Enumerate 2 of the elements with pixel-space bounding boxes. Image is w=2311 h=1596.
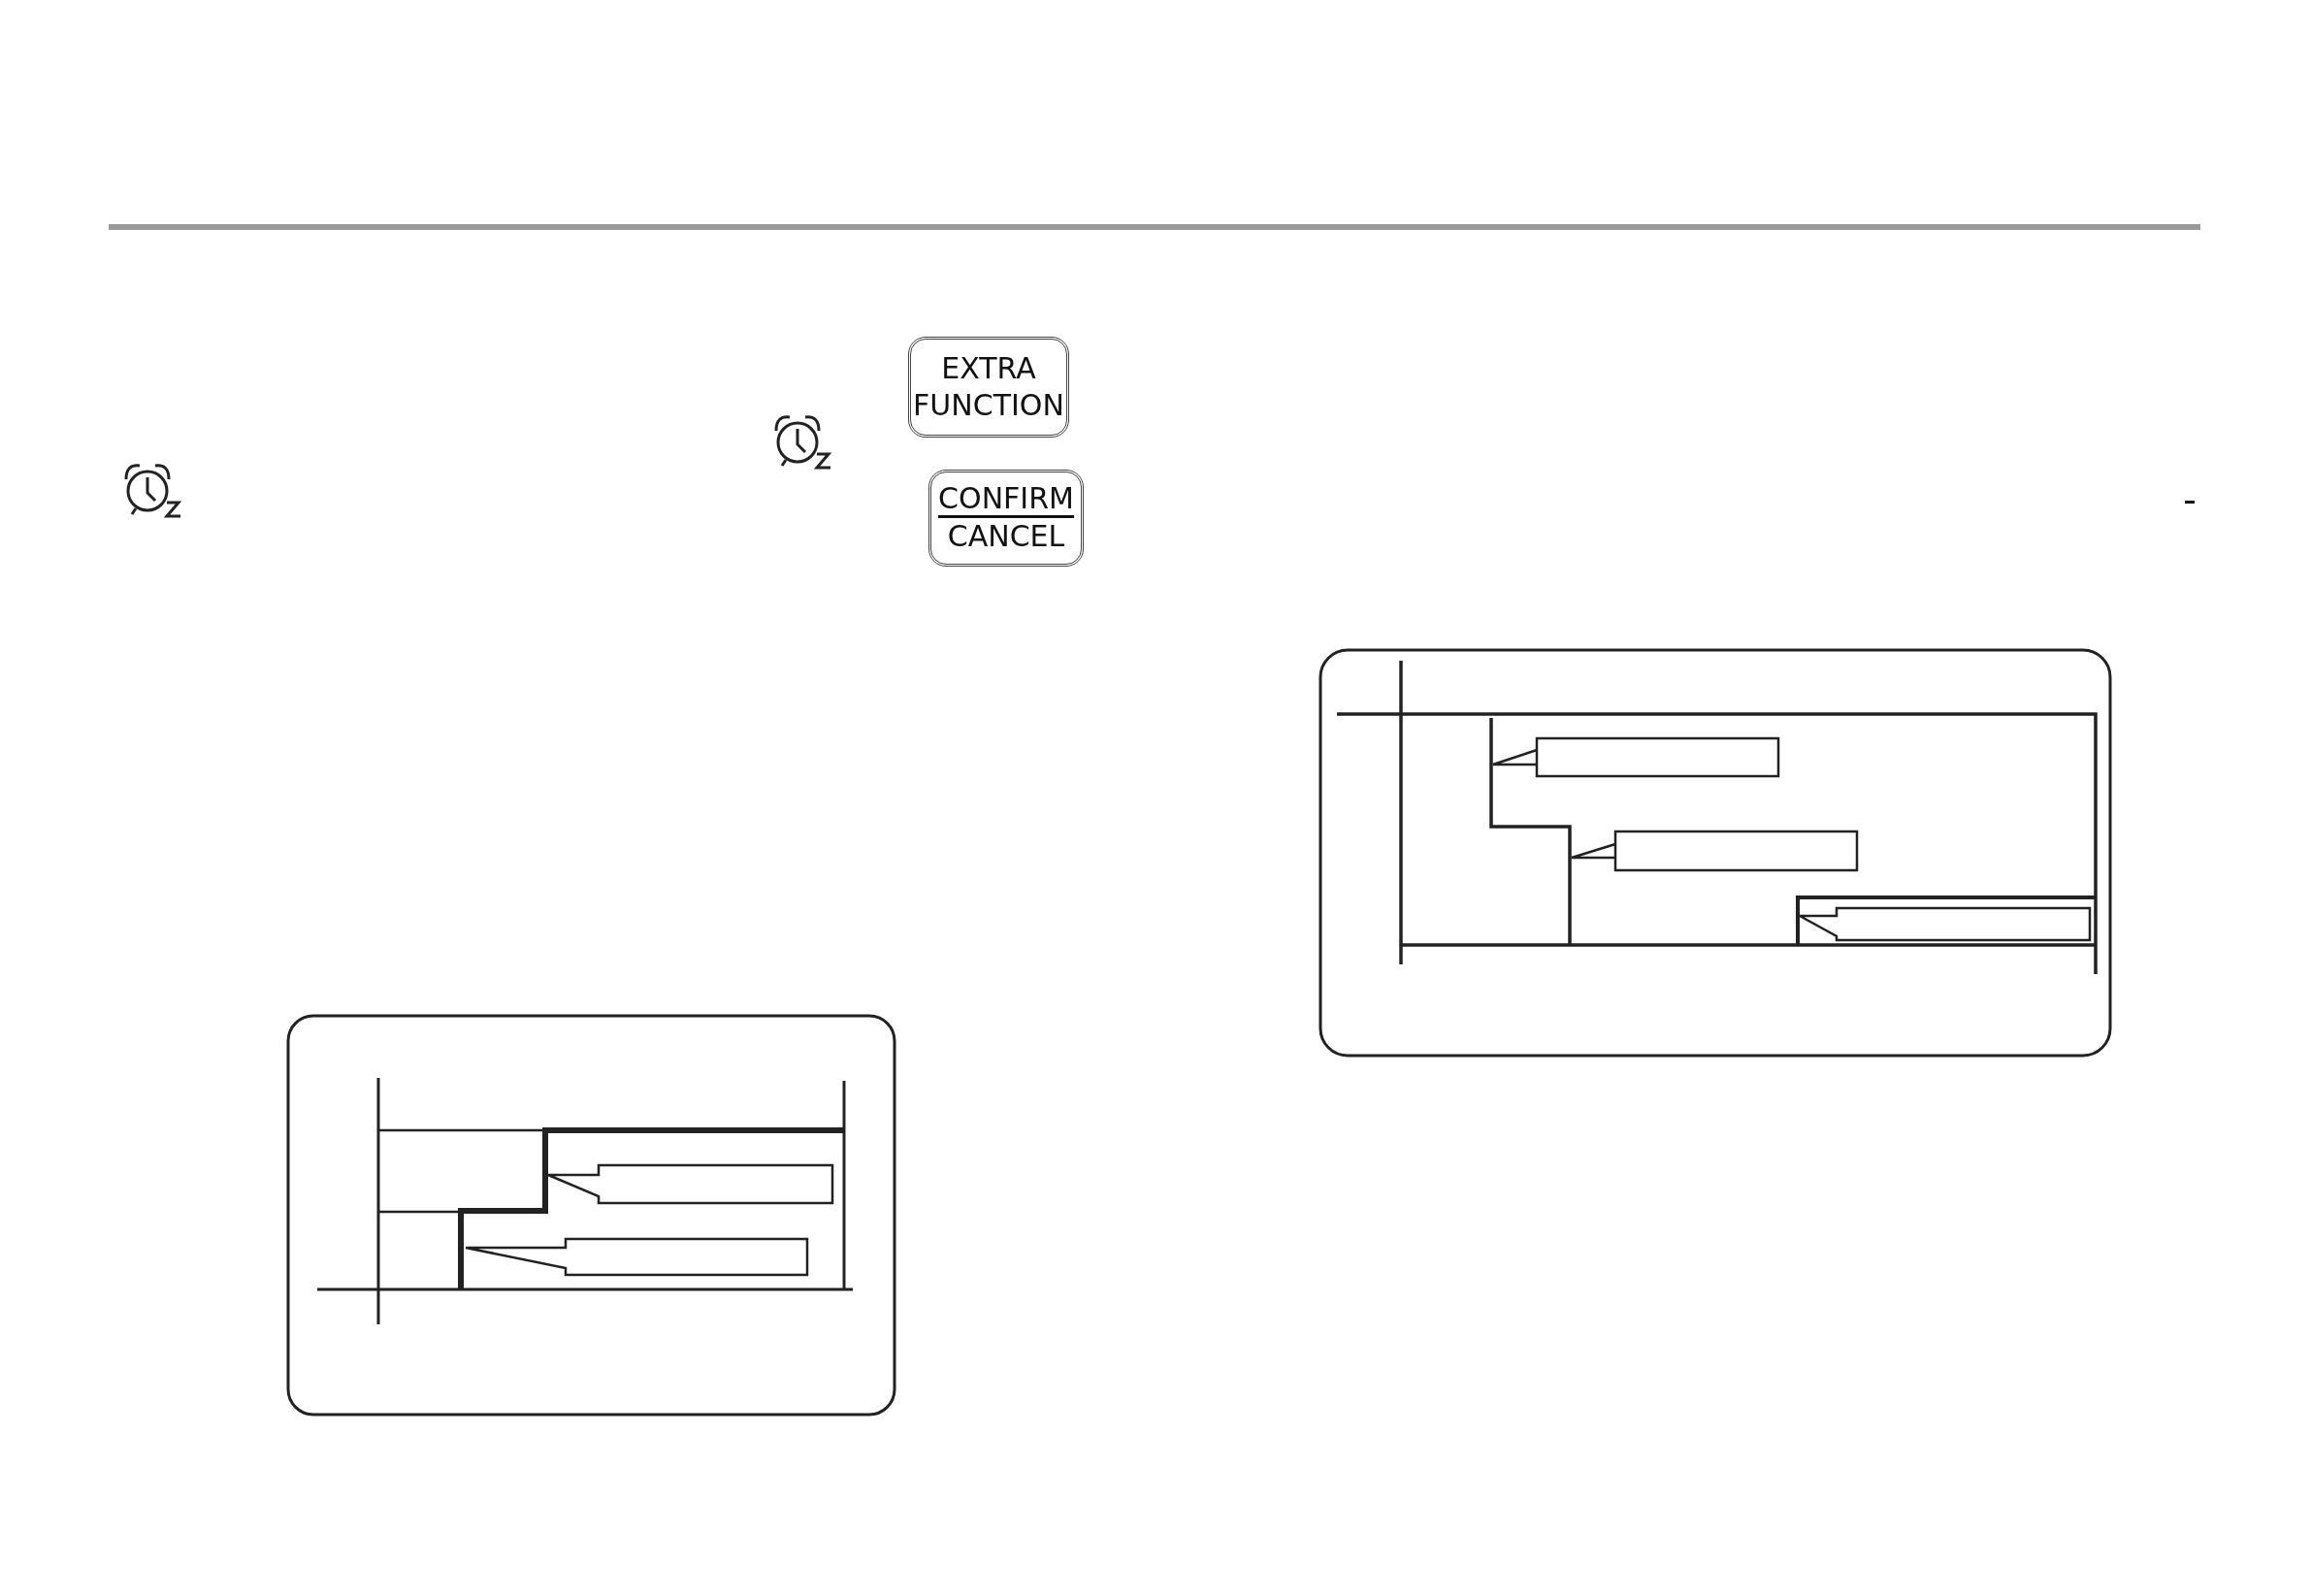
extra-function-button: EXTRA FUNCTION	[908, 337, 1069, 438]
confirm-cancel-button: CONFIRM CANCEL	[928, 470, 1084, 567]
